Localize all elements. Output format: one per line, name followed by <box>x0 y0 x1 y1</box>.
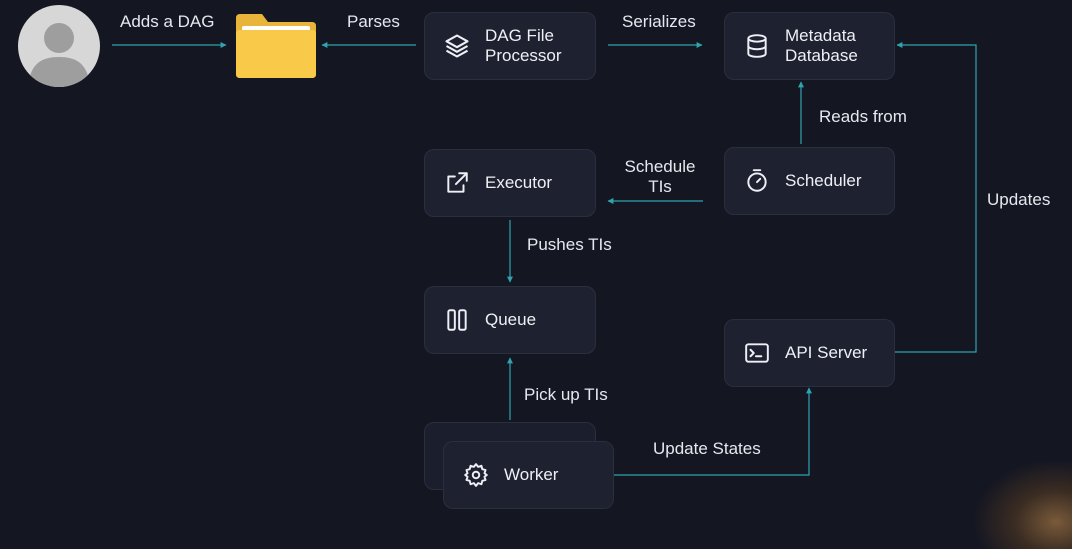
user-avatar-icon <box>18 5 100 87</box>
connector-lines <box>112 42 977 476</box>
edge-updates <box>895 42 977 353</box>
node-queue[interactable]: Queue <box>424 286 596 354</box>
stopwatch-icon <box>743 167 771 195</box>
edge-label-adds-dag: Adds a DAG <box>120 12 215 31</box>
node-worker[interactable]: Worker <box>443 441 614 509</box>
columns-icon <box>443 306 471 334</box>
edge-label-reads-from: Reads from <box>819 107 907 126</box>
node-label-executor: Executor <box>485 173 553 192</box>
edge-label-schedule-tis: Schedule TIs <box>624 157 696 196</box>
layers-icon <box>443 32 471 60</box>
node-label-dag-file-processor: DAG File Processor <box>485 26 562 65</box>
architecture-diagram: Adds a DAG Parses Serializes Reads from … <box>18 5 1072 549</box>
terminal-icon <box>743 339 771 367</box>
background-glow <box>972 459 1072 549</box>
gear-icon <box>462 461 490 489</box>
edge-label-serializes: Serializes <box>622 12 696 31</box>
edge-label-update-states: Update States <box>653 439 761 458</box>
edge-label-parses: Parses <box>347 12 400 31</box>
node-label-worker: Worker <box>504 465 559 484</box>
edge-label-pick-up-tis: Pick up TIs <box>524 385 608 404</box>
edge-label-updates: Updates <box>987 190 1051 209</box>
node-label-queue: Queue <box>485 310 537 329</box>
node-label-api-server: API Server <box>785 343 868 362</box>
node-dag-file-processor[interactable]: DAG File Processor <box>424 12 596 80</box>
node-scheduler[interactable]: Scheduler <box>724 147 895 215</box>
database-icon <box>743 32 771 60</box>
node-api-server[interactable]: API Server <box>724 319 895 387</box>
folder-icon <box>234 12 318 78</box>
external-link-icon <box>443 169 471 197</box>
node-label-scheduler: Scheduler <box>785 171 862 190</box>
node-metadata-database[interactable]: Metadata Database <box>724 12 895 80</box>
node-label-metadata-database: Metadata Database <box>785 26 858 65</box>
node-executor[interactable]: Executor <box>424 149 596 217</box>
edge-label-pushes-tis: Pushes TIs <box>527 235 612 254</box>
edge-update-states <box>614 387 812 476</box>
